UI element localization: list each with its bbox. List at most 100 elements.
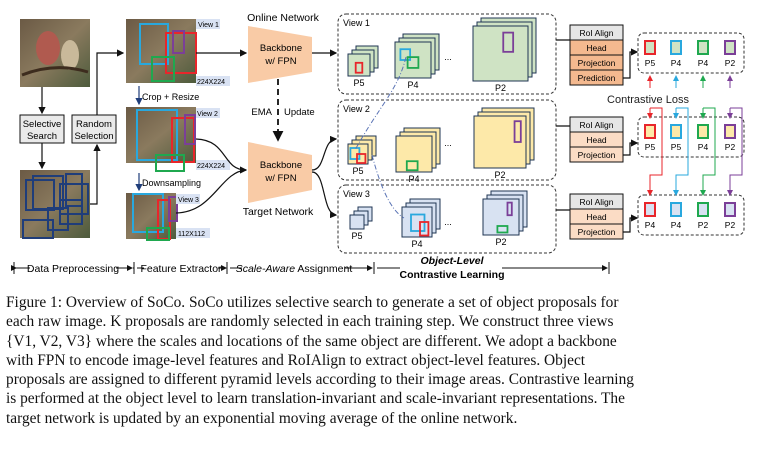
head-row-label: RoI Align bbox=[579, 120, 613, 130]
object-feature bbox=[644, 40, 656, 55]
target-backbone-line1: Backbone bbox=[260, 160, 302, 171]
object-level-label: P5 bbox=[671, 142, 682, 152]
stage-scale-aware-italic: Scale-Aware bbox=[236, 263, 295, 275]
stage-data-preprocessing: Data Preprocessing bbox=[27, 263, 119, 275]
loss-arrow-view3 bbox=[727, 107, 743, 196]
object-box bbox=[506, 201, 513, 217]
object-feature bbox=[697, 124, 709, 139]
view1-label: View 1 bbox=[198, 22, 219, 29]
ema-label: EMA bbox=[251, 107, 272, 118]
object-feature bbox=[724, 202, 736, 217]
view3-label: View 3 bbox=[178, 197, 199, 204]
loss-arrow-view3 bbox=[673, 107, 689, 196]
object-box bbox=[354, 61, 364, 74]
object-box bbox=[502, 31, 515, 53]
view3-size: 112X112 bbox=[178, 231, 205, 238]
head-arrow bbox=[623, 48, 639, 79]
head-row-label: Projection bbox=[578, 150, 616, 160]
online-network-label: Online Network bbox=[247, 12, 320, 24]
pyramid-level-label: P5 bbox=[351, 231, 362, 241]
object-feature bbox=[670, 40, 682, 55]
group-panel bbox=[637, 194, 745, 236]
ellipsis: ... bbox=[444, 217, 452, 227]
object-feature bbox=[644, 202, 656, 217]
online-backbone-line1: Backbone bbox=[260, 43, 302, 54]
random-selection-line1: Random bbox=[76, 119, 112, 130]
caption-line: target network is updated by an exponent… bbox=[6, 409, 518, 427]
selective-search-box: Selective Search bbox=[19, 114, 65, 144]
object-level-label: P2 bbox=[725, 58, 736, 68]
view1-size: 224X224 bbox=[197, 79, 225, 86]
object-box bbox=[419, 221, 430, 237]
view3-image: View 3 112X112 bbox=[126, 193, 210, 241]
feature-map-layer bbox=[482, 198, 520, 236]
head-row-label: RoI Align bbox=[579, 28, 613, 38]
view-panel-label: View 3 bbox=[343, 189, 370, 199]
stage-scale-aware-assignment: Scale-Aware Assignment bbox=[236, 263, 353, 275]
view2-image: View 2 224X224 bbox=[126, 107, 230, 172]
stage-feature-extractor: Feature Extractor bbox=[140, 263, 222, 275]
head-row-label: Prediction bbox=[578, 73, 616, 83]
object-level-label: P2 bbox=[725, 220, 736, 230]
contrastive-loss-label: Contrastive Loss bbox=[607, 94, 689, 106]
head-arrow bbox=[623, 214, 639, 233]
object-level-label: P5 bbox=[645, 142, 656, 152]
object-box bbox=[356, 153, 367, 164]
downsampling-label: Downsampling bbox=[142, 178, 201, 188]
feature-map-layer bbox=[349, 214, 365, 230]
target-backbone: Backbone w/ FPN bbox=[248, 142, 312, 203]
object-feature bbox=[724, 124, 736, 139]
object-box bbox=[406, 56, 420, 69]
caption-line: Figure 1: Overview of SoCo. SoCo utilize… bbox=[6, 294, 619, 311]
head-row-label: Head bbox=[586, 43, 607, 53]
object-feature bbox=[670, 202, 682, 217]
stage-ruler bbox=[11, 262, 610, 274]
object-level-label: P2 bbox=[725, 142, 736, 152]
head-row-label: RoI Align bbox=[579, 197, 613, 207]
selective-search-line2: Search bbox=[27, 131, 57, 142]
object-feature bbox=[670, 124, 682, 139]
ellipsis: ... bbox=[444, 52, 452, 62]
random-selection-line2: Selection bbox=[74, 131, 113, 142]
online-backbone-line2: w/ FPN bbox=[264, 56, 296, 67]
view-panel-label: View 1 bbox=[343, 18, 370, 28]
view-panel bbox=[337, 99, 557, 181]
caption-line: each raw image. K proposals are randomly… bbox=[6, 313, 614, 331]
pyramid-level-label: P2 bbox=[495, 237, 506, 247]
feature-map-layer bbox=[395, 135, 433, 173]
view1-image: View 1 224X224 bbox=[126, 19, 230, 86]
feature-map-layer bbox=[472, 25, 529, 82]
pyramid-level-label: P4 bbox=[407, 80, 418, 90]
group-panel bbox=[637, 116, 745, 158]
head-arrow bbox=[623, 139, 639, 156]
selective-search-line1: Selective bbox=[23, 119, 62, 130]
object-feature bbox=[697, 202, 709, 217]
object-feature bbox=[644, 124, 656, 139]
head-row-label: Head bbox=[586, 135, 607, 145]
pyramid-level-label: P2 bbox=[495, 83, 506, 93]
object-level-label: P2 bbox=[698, 220, 709, 230]
object-level-label: P4 bbox=[671, 220, 682, 230]
pyramid-level-label: P5 bbox=[352, 166, 363, 176]
target-network-label: Target Network bbox=[243, 206, 314, 218]
head-row-label: Projection bbox=[578, 227, 616, 237]
view-panel-label: View 2 bbox=[343, 104, 370, 114]
proposals-image bbox=[20, 170, 90, 239]
object-box bbox=[405, 160, 419, 172]
loss-arrow-view3 bbox=[647, 107, 663, 196]
head-row-label: Head bbox=[586, 212, 607, 222]
view2-size: 224X224 bbox=[197, 163, 225, 170]
ellipsis: ... bbox=[444, 138, 452, 148]
caption-line: proposals are assigned to different pyra… bbox=[6, 371, 634, 389]
figure-caption: Figure 1: Overview of SoCo. SoCo utilize… bbox=[6, 293, 758, 428]
stage-assignment-text: Assignment bbox=[295, 263, 352, 275]
